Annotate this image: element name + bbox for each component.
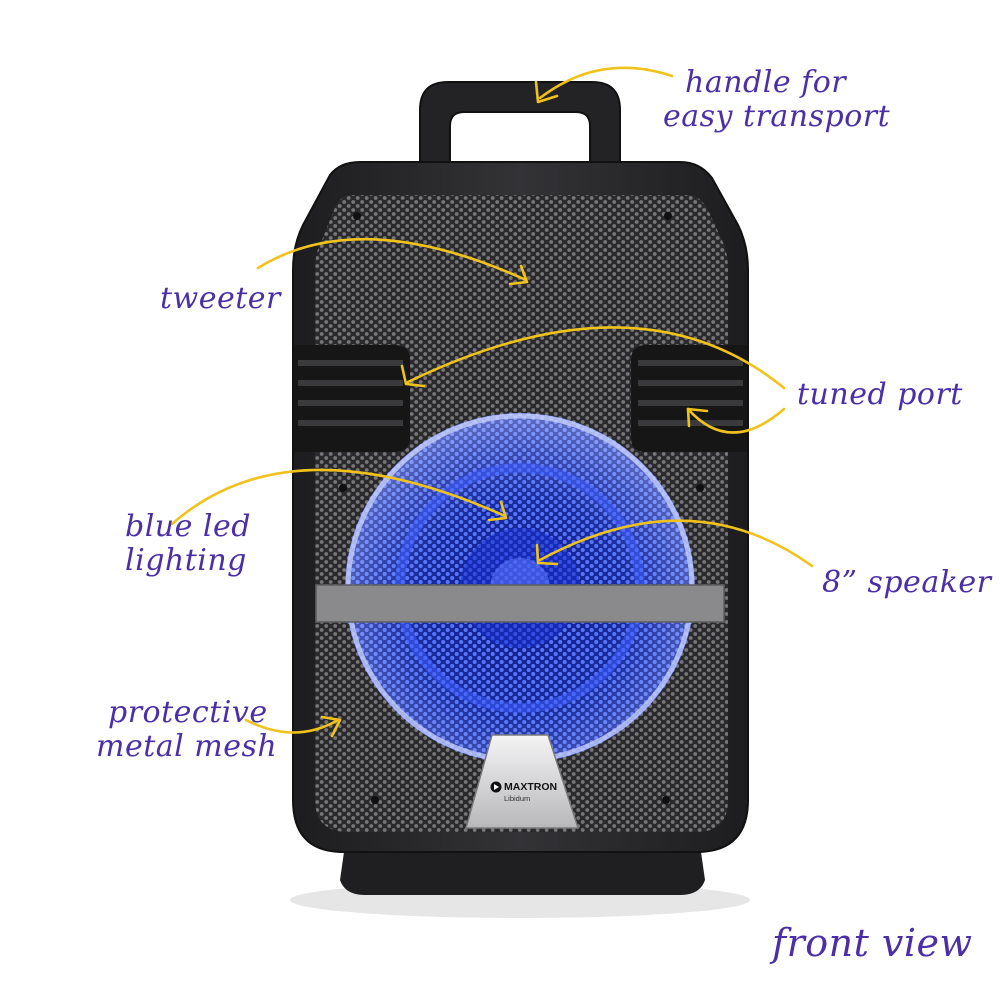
arrow-icon bbox=[170, 468, 508, 526]
arrow-icon bbox=[535, 519, 814, 568]
arrow-icon bbox=[400, 326, 786, 390]
tweeter-callout: tweeter bbox=[160, 282, 281, 316]
mesh-label-line2: metal mesh bbox=[96, 729, 278, 764]
arrow-icon bbox=[534, 66, 674, 104]
grille-bar bbox=[315, 584, 725, 623]
arrow-icon bbox=[686, 407, 786, 434]
tuned-port-right bbox=[631, 345, 747, 452]
arrow-icon bbox=[256, 237, 529, 286]
front-view-caption: front view bbox=[772, 921, 973, 965]
tuned-port-callout: tuned port bbox=[797, 378, 963, 412]
tuned-port-label: tuned port bbox=[797, 377, 963, 412]
brand-name: MAXTRON bbox=[504, 781, 557, 793]
blue-led-callout: blue led lighting bbox=[125, 510, 251, 578]
handle-label-line1: handle for bbox=[685, 65, 847, 100]
tuned-port-left bbox=[294, 345, 410, 452]
arrow-icon bbox=[244, 715, 342, 738]
mesh-callout: protective metal mesh bbox=[96, 695, 277, 764]
speaker-base bbox=[340, 845, 705, 895]
brand-badge: MAXTRON Libidum bbox=[465, 734, 580, 829]
blue-led-label-line1: blue led bbox=[125, 509, 251, 544]
blue-led-label-line2: lighting bbox=[125, 543, 247, 578]
speaker-label: 8” speaker bbox=[822, 565, 992, 600]
model-name: Libidum bbox=[504, 794, 530, 803]
speaker-callout: 8” speaker bbox=[822, 566, 991, 600]
tweeter-label: tweeter bbox=[160, 281, 281, 316]
carry-handle bbox=[419, 81, 621, 171]
mesh-screws bbox=[339, 212, 704, 804]
handle-callout: handle for easy transport bbox=[663, 65, 890, 134]
handle-label-line2: easy transport bbox=[663, 99, 891, 134]
mesh-label-line1: protective bbox=[108, 695, 268, 730]
